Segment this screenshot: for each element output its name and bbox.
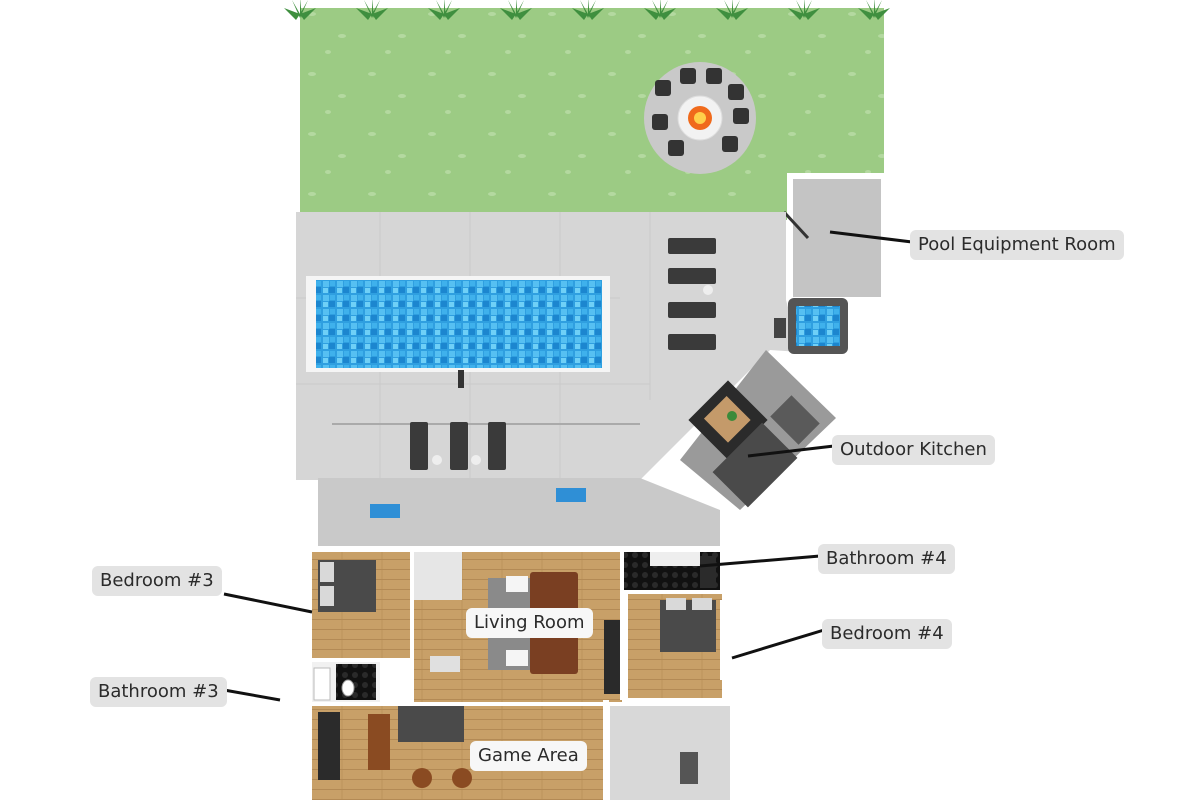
sofa-icon [530, 572, 578, 674]
label-pool-equipment-room: Pool Equipment Room [910, 230, 1124, 260]
lounge-chair-icon [668, 238, 716, 350]
label-bedroom-3: Bedroom #3 [92, 566, 222, 596]
fire-pit-icon [644, 62, 756, 174]
label-bathroom-3: Bathroom #3 [90, 677, 227, 707]
lounge-chair-icon [410, 422, 506, 470]
garage [610, 706, 730, 800]
label-game-area: Game Area [470, 741, 587, 771]
label-outdoor-kitchen: Outdoor Kitchen [832, 435, 995, 465]
label-bedroom-4: Bedroom #4 [822, 619, 952, 649]
bed-icon [660, 598, 716, 652]
label-living-room: Living Room [466, 608, 593, 638]
outdoor-kitchen [680, 350, 836, 510]
hot-tub-icon [788, 298, 848, 354]
lower-walkway [318, 478, 720, 548]
bed-icon [318, 560, 376, 612]
lawn [300, 8, 884, 220]
plant-row [284, 0, 890, 20]
label-bathroom-4: Bathroom #4 [818, 544, 955, 574]
